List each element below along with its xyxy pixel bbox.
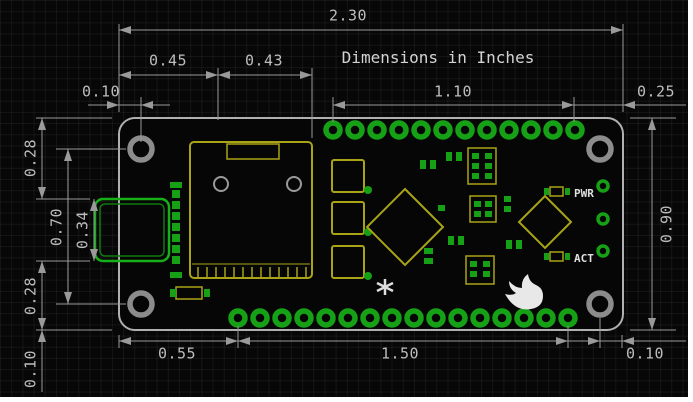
dim-pads-to-right-edge: 0.25 xyxy=(636,82,676,101)
fiducial-star-icon xyxy=(376,279,394,295)
manufacturer-logo-icon xyxy=(505,274,543,310)
smd-passive-pads xyxy=(420,152,522,264)
bottom-left-component xyxy=(170,286,210,300)
dim-hole-spacing-vertical: 0.70 xyxy=(47,207,66,247)
dim-edge-to-first-pad-bottom: 0.55 xyxy=(157,344,197,363)
dim-hole-to-right-edge: 0.10 xyxy=(625,344,665,363)
drawing-title: Dimensions in Inches xyxy=(341,48,535,67)
silkscreen-squares xyxy=(331,159,372,280)
dim-top-edge-to-usb: 0.28 xyxy=(21,138,40,178)
ic-diamond-large xyxy=(365,187,445,267)
dim-top-header-span: 1.10 xyxy=(433,82,473,101)
module-silkscreen xyxy=(189,141,313,279)
dim-bottom-header-span: 1.50 xyxy=(380,344,420,363)
dim-board-width: 2.30 xyxy=(328,6,368,25)
dim-usb-height: 0.34 xyxy=(73,210,92,250)
pwr-label: PWR xyxy=(574,187,594,200)
status-leds: PWR ACT xyxy=(544,186,594,265)
ic-diamond-small xyxy=(517,194,573,250)
dim-left-section: 0.45 xyxy=(148,51,188,70)
dim-board-height: 0.90 xyxy=(657,204,676,244)
dimension-lines xyxy=(36,24,686,392)
dim-hole-to-bottom-edge: 0.10 xyxy=(21,349,40,389)
small-ic-components xyxy=(465,147,497,285)
act-label: ACT xyxy=(574,252,594,265)
dim-module-section: 0.43 xyxy=(244,51,284,70)
dim-usb-to-bottom-edge: 0.28 xyxy=(21,276,40,316)
usb-connector xyxy=(93,182,182,278)
dim-edge-to-hole-top: 0.10 xyxy=(81,82,121,101)
